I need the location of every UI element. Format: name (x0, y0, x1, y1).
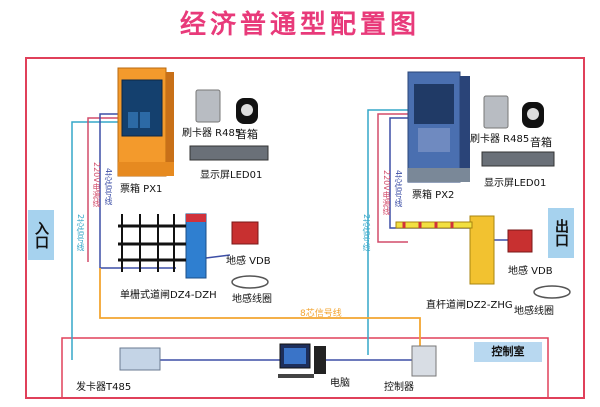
left-loop (231, 275, 269, 289)
left-220v-wire (87, 117, 118, 262)
left-display (189, 145, 269, 161)
diagram-title: 经济普通型配置图 (179, 10, 420, 40)
left-220v-label: 220V电源线 (92, 162, 101, 207)
computer-device (278, 343, 326, 378)
computer-label: 电脑 (330, 378, 350, 389)
left-4core-label: 4芯信号线 (104, 168, 113, 206)
left-speaker-label: 音箱 (236, 128, 258, 141)
right-card-reader-label: 刷卡器 R485 (470, 134, 530, 145)
left-ticket-box (117, 67, 174, 177)
controller-device (411, 345, 437, 377)
issuer-device (119, 347, 161, 371)
right-vehicle-detector (507, 229, 533, 253)
controller-label: 控制器 (384, 382, 414, 393)
8core-wire (99, 268, 421, 355)
left-card-reader (195, 89, 221, 123)
entrance-sign: 入口 (28, 210, 54, 260)
right-vdb-label: 地感 VDB (508, 266, 553, 277)
left-barrier-label: 单栅式道闸DZ4-DZH (120, 290, 217, 301)
left-2core-wire (71, 121, 118, 340)
control-room-label: 控制室 (474, 342, 542, 362)
right-speaker-label: 音箱 (530, 136, 552, 149)
right-ticket-box (407, 71, 470, 183)
left-barrier (118, 213, 207, 279)
right-loop-label: 地感线圈 (514, 306, 554, 317)
right-speaker (522, 102, 544, 128)
right-2core-label: 2芯信号线 (362, 214, 371, 252)
left-vdb-label: 地感 VDB (226, 256, 271, 267)
right-4core-label: 4芯信号线 (394, 170, 403, 208)
issuer-label: 发卡器T485 (76, 382, 132, 393)
right-ticket-box-label: 票箱 PX2 (412, 190, 455, 201)
left-display-label: 显示屏LED01 (200, 170, 263, 181)
exit-sign: 出口 (548, 208, 574, 258)
right-card-reader (483, 95, 509, 129)
left-4core-wire (99, 113, 176, 269)
left-vehicle-detector (231, 221, 259, 245)
right-220v-label: 220V电源线 (382, 170, 391, 215)
right-display (481, 151, 555, 167)
right-barrier-label: 直杆道闸DZ2-ZHG (426, 300, 513, 311)
right-display-label: 显示屏LED01 (484, 178, 547, 189)
right-loop (533, 285, 571, 299)
right-barrier (395, 215, 495, 285)
right-2core-wire (367, 109, 408, 355)
left-ticket-box-label: 票箱 PX1 (120, 184, 163, 195)
8core-label: 8芯信号线 (300, 309, 342, 319)
left-2core-label: 2芯信号线 (76, 214, 85, 252)
left-speaker (236, 98, 258, 124)
left-loop-label: 地感线圈 (232, 294, 272, 305)
right-220v-wire (377, 113, 408, 243)
left-card-reader-label: 刷卡器 R485 (182, 128, 242, 139)
control-room-frame (61, 337, 549, 399)
